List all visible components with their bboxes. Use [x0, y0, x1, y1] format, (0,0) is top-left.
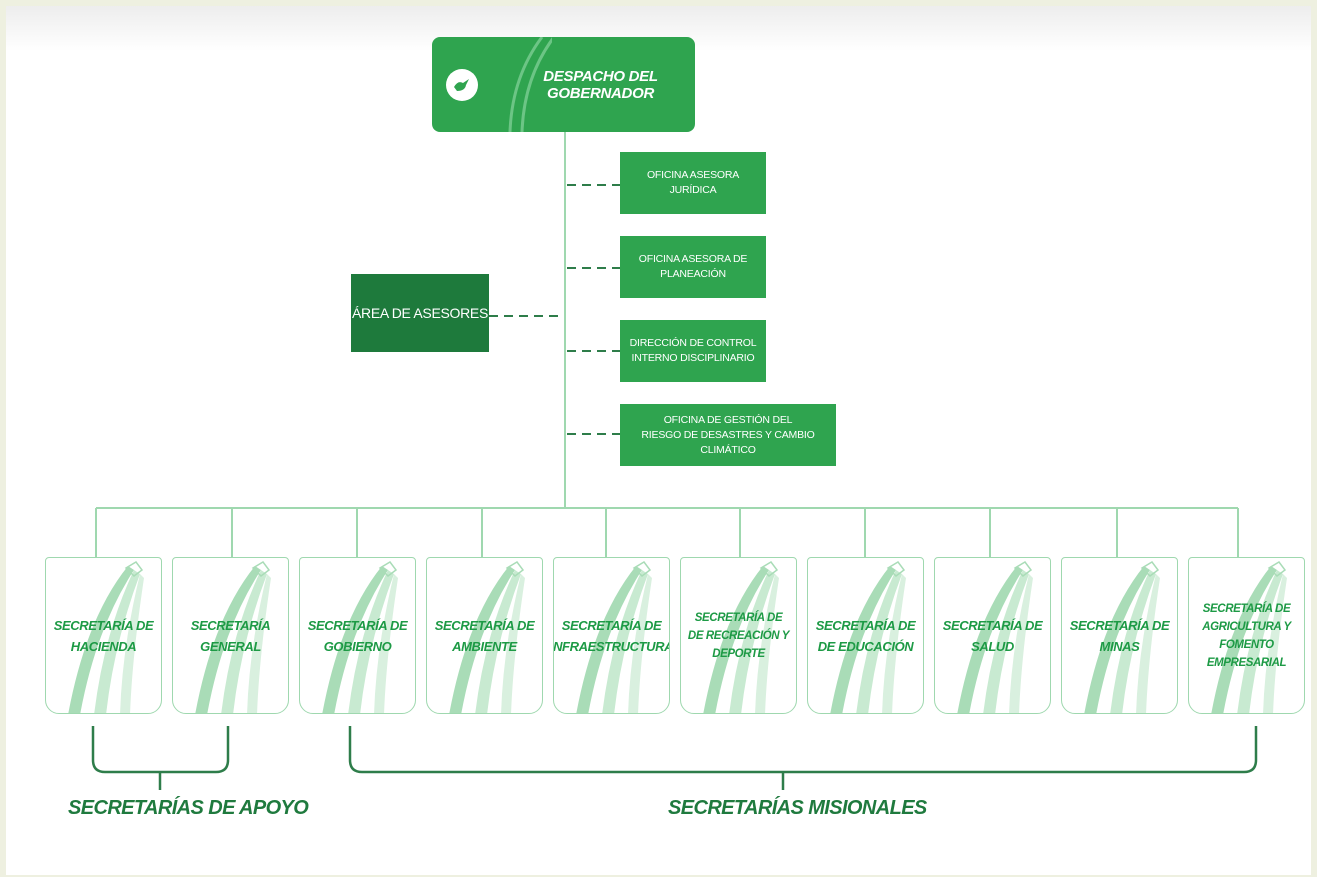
missional-bracket — [348, 726, 1258, 774]
secretariat-label-line: GOBIERNO — [323, 638, 392, 654]
secretariat-label-line: SECRETARÍA DE — [1202, 602, 1291, 615]
secretariat-label-line: DE RECREACIÓN Y — [687, 629, 790, 642]
governor-office-box[interactable]: DESPACHO DEL GOBERNADOR — [432, 37, 695, 132]
swoosh-decoration — [1084, 561, 1160, 713]
secretariat-card[interactable]: SECRETARÍA DE GOBIERNO — [299, 557, 416, 714]
secretariat-label-line: SECRETARÍA DE — [561, 617, 662, 633]
office-label-line: DIRECCIÓN DE CONTROL — [629, 337, 757, 349]
missional-group-label: SECRETARÍAS MISIONALES — [668, 797, 927, 819]
secretariat-label-line: SECRETARÍA — [190, 617, 271, 633]
office-label-line: OFICINA ASESORA DE — [638, 253, 748, 265]
secretariat-card[interactable]: SECRETARÍA DE DE RECREACIÓN Y DEPORTE — [680, 557, 797, 714]
support-bracket — [91, 726, 230, 774]
secretariat-label: SECRETARÍA DE INFRAESTRUCTURA — [554, 576, 669, 695]
secretariat-label-line: SECRETARÍA DE — [694, 611, 783, 624]
secretariat-label: SECRETARÍA DE SALUD — [935, 576, 1050, 695]
secretariat-label-line: SECRETARÍA DE — [307, 617, 408, 633]
secretariat-label: SECRETARÍA DE DE EDUCACIÓN — [808, 576, 923, 695]
secretariat-label: SECRETARÍA DE MINAS — [1062, 576, 1177, 695]
swoosh-decoration — [68, 561, 144, 713]
secretariat-label-line: AGRICULTURA Y — [1202, 620, 1291, 633]
secretariat-card[interactable]: SECRETARÍA DE DE EDUCACIÓN — [807, 557, 924, 714]
secretariat-label-line: SECRETARÍA DE — [434, 617, 535, 633]
secretariat-label-line: SALUD — [971, 638, 1014, 654]
swoosh-decoration — [830, 561, 906, 713]
secretariat-card[interactable]: SECRETARÍA DE AMBIENTE — [426, 557, 543, 714]
advisors-area-label: ÁREA DE ASESORES — [351, 305, 489, 321]
office-box-legal[interactable]: OFICINA ASESORA JURÍDICA — [620, 152, 766, 214]
office-box-internal-control[interactable]: DIRECCIÓN DE CONTROL INTERNO DISCIPLINAR… — [620, 320, 766, 382]
swoosh-decoration — [195, 561, 271, 713]
secretariat-card[interactable]: SECRETARÍA DE SALUD — [934, 557, 1051, 714]
swoosh-decoration — [957, 561, 1033, 713]
secretariat-card[interactable]: SECRETARÍA GENERAL — [172, 557, 289, 714]
secretariat-label-line: DE EDUCACIÓN — [817, 638, 914, 654]
secretariat-label-line: SECRETARÍA DE — [815, 617, 916, 633]
secretariat-card[interactable]: SECRETARÍA DE AGRICULTURA Y FOMENTO EMPRESA… — [1188, 557, 1305, 714]
secretariat-label: SECRETARÍA DE DE RECREACIÓN Y DEPORTE — [681, 576, 796, 695]
secretariat-label: SECRETARÍA DE HACIENDA — [46, 576, 161, 695]
office-label-line: PLANEACIÓN — [660, 268, 726, 280]
office-label: OFICINA ASESORA JURÍDICA — [646, 169, 740, 196]
drop-lines — [95, 508, 1239, 557]
swoosh-decoration — [1211, 561, 1287, 713]
swoosh-decoration — [322, 561, 398, 713]
secretariat-card[interactable]: SECRETARÍA DE HACIENDA — [45, 557, 162, 714]
secretariat-label-line: HACIENDA — [70, 638, 137, 654]
office-label-line: OFICINA DE GESTIÓN DEL — [663, 413, 793, 426]
office-label-line: RIESGO DE DESASTRES Y CAMBIO CLIMÁTICO — [641, 428, 815, 456]
secretariat-label-line: FOMENTO — [1219, 638, 1274, 651]
secretariat-label: SECRETARÍA GENERAL — [173, 576, 288, 695]
dove-icon — [446, 68, 478, 101]
secretariat-label-line: AMBIENTE — [452, 638, 517, 654]
swoosh-decoration — [703, 561, 779, 713]
secretariat-label: SECRETARÍA DE AMBIENTE — [427, 576, 542, 695]
secretariat-card[interactable]: SECRETARÍA DE INFRAESTRUCTURA — [553, 557, 670, 714]
secretariat-card[interactable]: SECRETARÍA DE MINAS — [1061, 557, 1178, 714]
secretariat-label-line: SECRETARÍA DE — [942, 617, 1043, 633]
support-group-label: SECRETARÍAS DE APOYO — [68, 797, 309, 819]
office-box-planning[interactable]: OFICINA ASESORA DE PLANEACIÓN — [620, 236, 766, 298]
secretariat-label: SECRETARÍA DE GOBIERNO — [300, 576, 415, 695]
secretariat-label-line: SECRETARÍA DE — [53, 617, 154, 633]
secretariat-label-line: MINAS — [1099, 638, 1140, 654]
secretariat-label: SECRETARÍA DE AGRICULTURA Y FOMENTO EMPRESA… — [1189, 576, 1304, 695]
secretariat-label-line: EMPRESARIAL — [1206, 656, 1287, 669]
swoosh-decoration — [449, 561, 525, 713]
swoosh-decoration — [508, 37, 552, 132]
swoosh-decoration — [576, 561, 652, 713]
secretariat-label-line: INFRAESTRUCTURA — [553, 638, 670, 654]
secretariat-label-line: SECRETARÍA DE — [1069, 617, 1170, 633]
secretariat-label-line: GENERAL — [200, 638, 261, 654]
office-label-line: INTERNO DISCIPLINARIO — [631, 352, 755, 364]
secretariat-label-line: DEPORTE — [712, 647, 765, 660]
governor-office-label: DESPACHO DEL GOBERNADOR — [543, 67, 658, 102]
advisors-area-box[interactable]: ÁREA DE ASESORES — [351, 274, 489, 352]
office-box-disaster-risk[interactable]: OFICINA DE GESTIÓN DEL RIESGO DE DESASTR… — [620, 404, 836, 466]
